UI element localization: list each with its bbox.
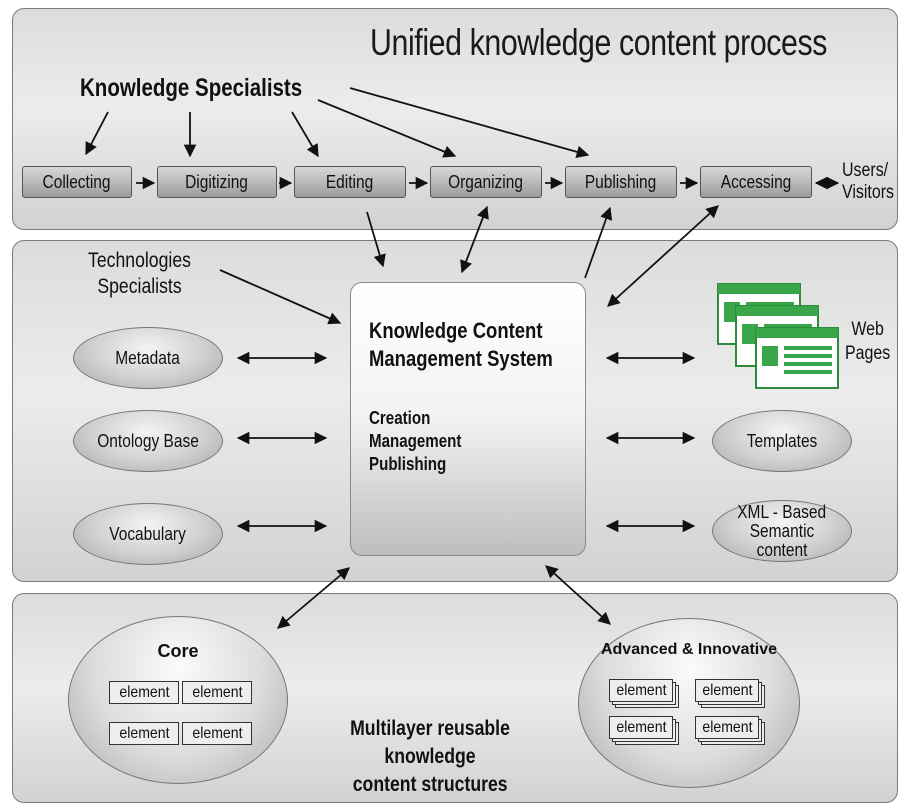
arrow-icon (219, 269, 342, 325)
arrow-icon (460, 205, 489, 274)
arrow-icon (584, 206, 613, 279)
arrow-icon (277, 567, 350, 629)
arrow-icon (607, 205, 719, 307)
visitors-label: Visitors (842, 182, 895, 203)
xml-line1: XML - Based (737, 501, 827, 522)
knowledge-specialists-label: Knowledge Specialists (80, 74, 303, 102)
core-element: element (182, 681, 252, 704)
kcms-function-creation: Creation (369, 408, 431, 428)
kcms-function-management: Management (369, 431, 462, 451)
arrow-icon (85, 111, 109, 156)
kcms-title: Knowledge Content Management System (369, 317, 553, 373)
core-element: element (182, 722, 252, 745)
core-title: Core (157, 641, 199, 661)
specialists-line: Specialists (97, 275, 182, 298)
web-pages-label: Web Pages (845, 318, 890, 366)
step-accessing: Accessing (700, 166, 812, 198)
multilayer-line2: content structures (352, 773, 508, 796)
advanced-element: element (695, 716, 759, 739)
advanced-element: element (609, 679, 673, 702)
advanced-element: element (609, 716, 673, 739)
step-organizing: Organizing (430, 166, 542, 198)
vocabulary-node: Vocabulary (73, 503, 223, 565)
web-line: Web (851, 319, 884, 340)
core-element: element (109, 681, 179, 704)
arrow-icon (291, 111, 319, 158)
multilayer-line1: Multilayer reusable knowledge (350, 717, 510, 768)
technologies-line: Technologies (88, 249, 191, 272)
arrow-icon (349, 87, 590, 158)
kcms-title-line1: Knowledge Content (369, 318, 543, 343)
arrow-icon (366, 211, 386, 268)
metadata-node: Metadata (73, 327, 223, 389)
multilayer-label: Multilayer reusable knowledge content st… (280, 715, 580, 799)
users-label: Users/ (842, 160, 889, 181)
technologies-specialists-label: Technologies Specialists (88, 248, 191, 300)
xml-line2: Semantic content (749, 520, 815, 560)
ontology-base-node: Ontology Base (73, 410, 223, 472)
core-structure: Core element element element element (68, 616, 288, 784)
arrow-icon (545, 565, 611, 625)
arrow-icon (317, 99, 457, 158)
core-element: element (109, 722, 179, 745)
users-visitors-label: Users/ Visitors (842, 160, 894, 204)
step-editing: Editing (294, 166, 406, 198)
advanced-element: element (695, 679, 759, 702)
advanced-innovative-structure: Advanced & Innovative element element el… (578, 618, 800, 788)
kcms-box: Knowledge Content Management System Crea… (350, 282, 586, 556)
kcms-function-publishing: Publishing (369, 454, 447, 474)
step-digitizing: Digitizing (157, 166, 277, 198)
kcms-title-line2: Management System (369, 346, 553, 371)
kcms-functions: Creation Management Publishing (369, 407, 461, 476)
pages-line: Pages (845, 343, 891, 364)
web-pages-icon (717, 283, 839, 389)
templates-node: Templates (712, 410, 852, 472)
diagram-title: Unified knowledge content process (370, 22, 828, 63)
advanced-title: Advanced & Innovative (600, 641, 778, 658)
step-publishing: Publishing (565, 166, 677, 198)
step-collecting: Collecting (22, 166, 132, 198)
xml-semantic-node: XML - Based Semantic content (712, 500, 852, 562)
